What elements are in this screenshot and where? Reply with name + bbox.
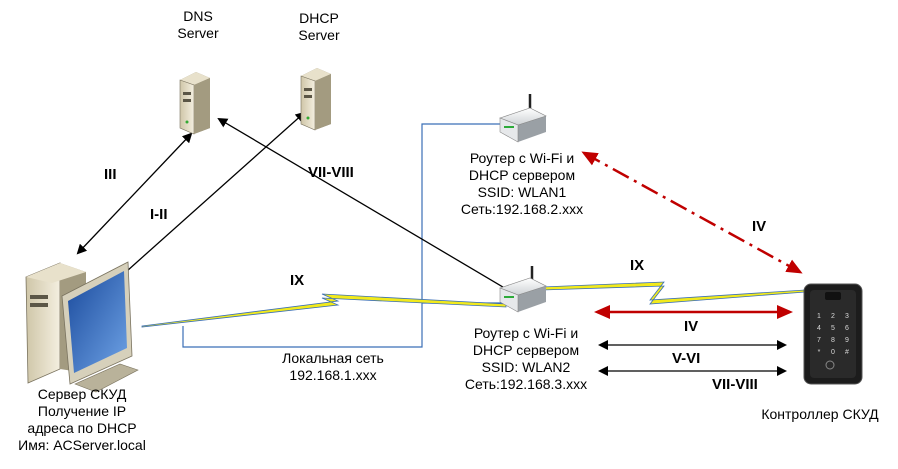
acs-server-label-line4: Имя: ACServer.local [18,437,146,453]
step-label-vii-viii-top: VII-VIII [308,164,354,181]
arrow-iii [76,132,193,255]
dns-server-icon [179,72,210,135]
keypad-key: 3 [845,313,849,320]
dhcp-server-label-line1: DHCP [299,10,339,26]
arrow-i-ii [116,111,306,281]
step-label-v-vi: V-VI [672,350,701,367]
dhcp-server-label: DHCP Server [284,10,354,44]
step-label-ix-left: IX [290,272,305,289]
step-label-i-ii: I-II [150,206,168,223]
keypad-key: # [845,349,849,356]
router2-label: Роутер с Wi-Fi и DHCP сервером SSID: WLA… [436,325,616,393]
lan-label: Локальная сеть 192.168.1.xxx [268,350,398,384]
router1-label-line1: Роутер с Wi-Fi и [469,150,575,166]
keypad-key: 7 [817,337,821,344]
router1-label-line3: SSID: WLAN1 [477,184,567,200]
acs-server-label-line2: Получение IP [37,403,127,419]
acs-controller-label: Контроллер СКУД [761,406,879,422]
router1-label-line4: Сеть:192.168.2.xxx [460,201,584,217]
keypad-key: 2 [831,313,835,320]
lan-label-line2: 192.168.1.xxx [289,367,377,383]
acs-controller-icon [803,283,863,385]
step-label-iv-red: IV [684,318,699,335]
router1-label-line2: DHCP сервером [468,167,576,183]
acs-server-computer-icon [25,261,139,393]
dns-server-label: DNS Server [168,8,228,42]
keypad-key: 1 [817,313,821,320]
arrow-vii-viii-top [217,117,515,295]
keypad-key: * [818,349,821,356]
acs-server-label-line3: адреса по DHCP [27,420,137,436]
router2-icon [499,266,547,313]
lan-label-line1: Локальная сеть [282,350,384,366]
acs-server-label: Сервер СКУД Получение IP адреса по DHCP … [2,386,162,454]
arrow-iv-dashdot [581,151,803,274]
dhcp-server-icon [300,68,331,131]
router2-label-line3: SSID: WLAN2 [481,359,571,375]
acs-server-label-line1: Сервер СКУД [37,386,127,402]
keypad-key: 5 [831,325,835,332]
acs-controller-keypad: 1 2 3 4 5 6 7 8 9 * 0 # [817,313,849,356]
keypad-key: 9 [845,337,849,344]
step-label-iii: III [104,166,117,183]
router1-label: Роутер с Wi-Fi и DHCP сервером SSID: WLA… [432,150,612,218]
step-label-vii-viii-bottom: VII-VIII [712,376,758,393]
router2-label-line1: Роутер с Wi-Fi и [473,325,579,341]
router2-label-line4: Сеть:192.168.3.xxx [464,376,588,392]
keypad-key: 0 [831,349,835,356]
router2-label-line2: DHCP сервером [472,342,580,358]
keypad-key: 8 [831,337,835,344]
router1-icon [499,94,547,143]
dhcp-server-label-line2: Server [298,27,340,43]
keypad-key: 6 [845,325,849,332]
dns-server-label-line1: DNS [183,8,213,24]
wireless-link-left [141,293,507,328]
dns-server-label-line2: Server [177,25,219,41]
arrows-black [76,111,787,376]
keypad-key: 4 [817,325,821,332]
step-label-iv-dashdot: IV [752,218,767,235]
wireless-link-right [541,281,806,305]
step-label-ix-right: IX [630,257,645,274]
